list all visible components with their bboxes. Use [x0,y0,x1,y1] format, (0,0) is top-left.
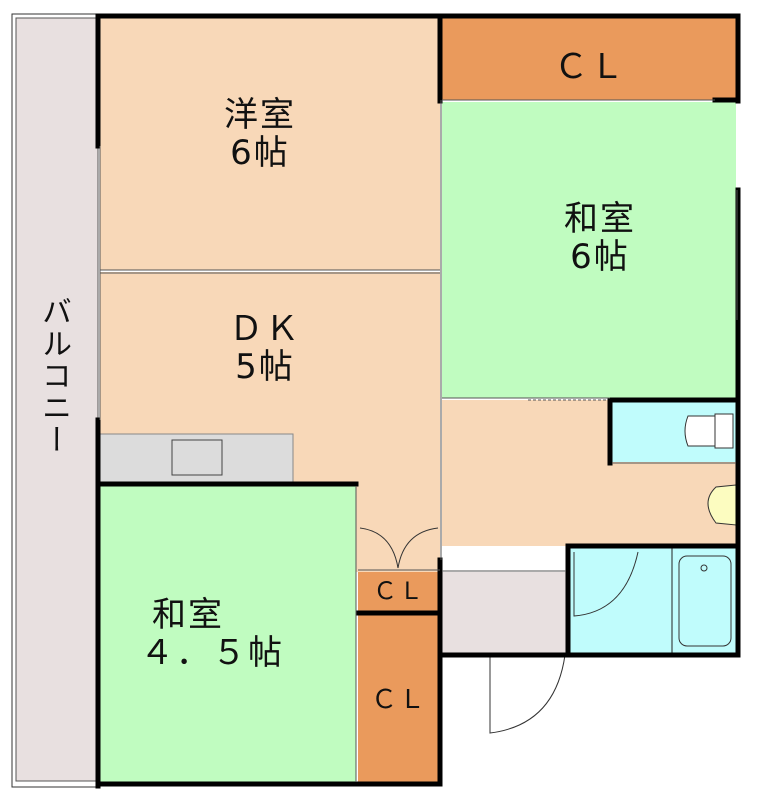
balcony [11,13,99,788]
bathroom [568,548,736,654]
western-room-size: 6帖 [230,133,290,173]
japanese-room-6-name: 和室 [564,199,636,239]
japanese-room-4-5 [100,486,356,782]
toilet-room [610,400,736,462]
closet-top [442,18,736,100]
closet-small [358,572,440,612]
dk-label: ＤＫ 5帖 [200,310,330,386]
japanese-room-6-size: 6帖 [570,237,630,277]
japanese-room-4-5-size: ４．５帖 [140,633,284,673]
closet-top-label: ＣＬ [554,47,626,87]
dk-name: ＤＫ [229,309,301,349]
walls [95,13,741,789]
closet-doors [359,527,439,569]
balcony-label: バルコニー [36,296,71,456]
japanese-room-6-label: 和室 6帖 [530,200,670,276]
closet-bottom [358,615,440,782]
kitchen-counter [99,433,294,483]
western-room-name: 洋室 [224,95,296,135]
dk-size: 5帖 [235,347,295,387]
partitions [99,99,738,782]
western-room [100,18,440,270]
washbasin [707,484,737,526]
japanese-room-4-5-name: 和室 [152,595,224,635]
western-room-label: 洋室 6帖 [190,96,330,172]
japanese-room-4-5-label: 和室 ４．５帖 [140,596,330,672]
entrance [442,572,566,734]
japanese-room-6 [442,102,736,398]
closet-bottom-label: ＣＬ [370,685,427,715]
closet-small-label: ＣＬ [373,577,425,605]
